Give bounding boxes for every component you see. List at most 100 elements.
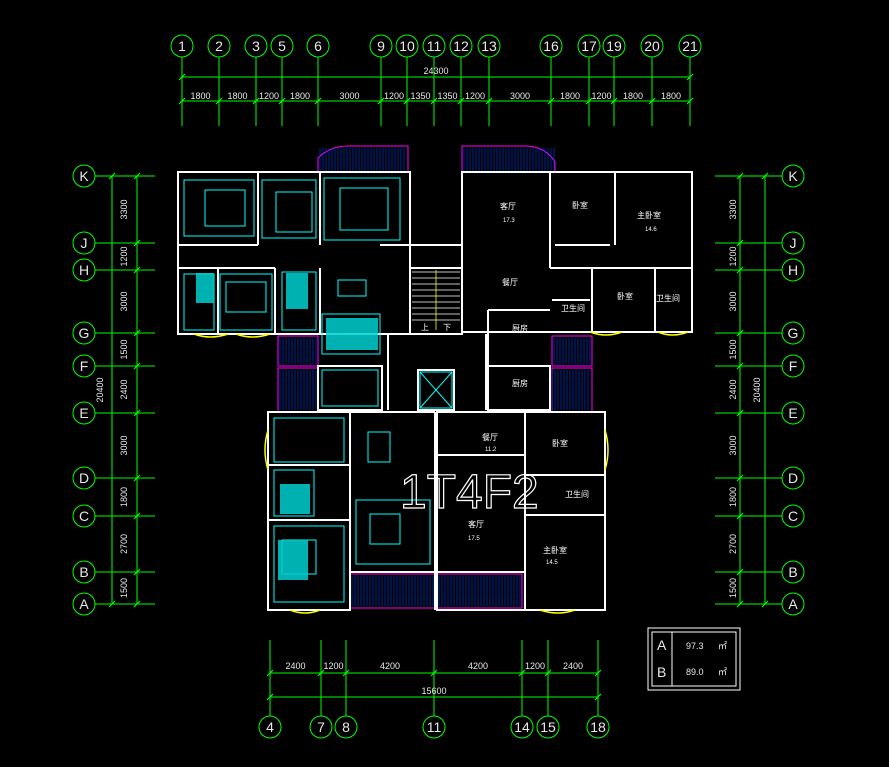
left-axis-J: J [81, 235, 88, 251]
top-span-9: 3000 [510, 91, 530, 101]
top-span-6: 1350 [410, 91, 430, 101]
dimension-tick [594, 693, 602, 701]
left-axis-C: C [79, 508, 89, 524]
top-axis-16: 16 [543, 38, 559, 54]
left-span-0: 3300 [119, 199, 129, 219]
top-span-12: 1800 [623, 91, 643, 101]
room-bath1-upper-right: 卫生间 [561, 303, 585, 313]
top-span-0: 1800 [190, 91, 210, 101]
top-span-3: 1800 [290, 91, 310, 101]
left-span-3: 1500 [119, 339, 129, 359]
room-bedroom-lower-right: 卧室 [552, 438, 568, 448]
top-span-4: 3000 [339, 91, 359, 101]
bottom-axis-11: 11 [427, 719, 442, 735]
room-master-upper-right: 主卧室 [637, 210, 661, 220]
top-span-13: 1800 [661, 91, 681, 101]
room-master-area-upper-right: 14.6 [645, 227, 657, 233]
top-total: 24300 [423, 66, 448, 76]
left-axis-B: B [79, 564, 88, 580]
legend-unit-a: ㎡ [718, 641, 727, 651]
bottom-total: 15600 [421, 686, 446, 696]
room-dining-area-lower-right: 11.2 [485, 447, 497, 453]
left-axis-D: D [79, 470, 89, 486]
stair-down-label: 下 [443, 323, 451, 332]
legend-value-b: 89.0 [686, 667, 704, 677]
left-axis-H: H [79, 262, 89, 278]
top-axis-3: 3 [252, 38, 260, 54]
bottom-axis-8: 8 [342, 719, 350, 735]
right-axis-J: J [790, 235, 797, 251]
bottom-span-5: 2400 [563, 661, 583, 671]
drawing-watermark: 1T4F2 [400, 466, 539, 519]
room-master-area-lower-right: 14.5 [546, 560, 558, 566]
top-span-11: 1200 [591, 91, 611, 101]
room-kitchen-upper-right: 厨房 [512, 323, 528, 333]
top-axis-2: 2 [215, 38, 223, 54]
legend-key-b: B [657, 664, 666, 680]
top-axis-11: 11 [427, 38, 442, 54]
furniture [183, 177, 453, 603]
area-legend: A 97.3 ㎡ B 89.0 ㎡ [647, 627, 741, 691]
right-span-5: 3000 [728, 435, 738, 455]
room-dining-lower-right: 餐厅 [482, 433, 498, 442]
bottom-axis-14: 14 [514, 719, 530, 735]
top-span-8: 1200 [465, 91, 485, 101]
bottom-span-4: 1200 [525, 661, 545, 671]
furniture-fill [196, 273, 378, 580]
room-bath-lower-right: 卫生间 [565, 489, 589, 499]
right-axis-H: H [788, 262, 798, 278]
bay-windows [193, 331, 689, 614]
left-span-7: 2700 [119, 534, 129, 554]
left-axis-G: G [79, 325, 90, 341]
right-span-7: 2700 [728, 534, 738, 554]
top-span-2: 1200 [259, 91, 279, 101]
bottom-span-1: 1200 [323, 661, 343, 671]
right-axis-G: G [788, 325, 799, 341]
left-span-6: 1800 [119, 487, 129, 507]
bottom-span-2: 4200 [380, 661, 400, 671]
top-axis-13: 13 [481, 38, 497, 54]
room-master-lower-right: 主卧室 [543, 545, 567, 555]
left-span-5: 3000 [119, 435, 129, 455]
room-living-area-upper-right: 17.3 [503, 218, 515, 224]
top-axis-6: 6 [314, 38, 322, 54]
left-span-2: 3000 [119, 291, 129, 311]
room-bedroom2-upper-right: 卧室 [617, 291, 633, 301]
top-span-7: 1350 [437, 91, 457, 101]
room-living-upper-right: 客厅 [500, 201, 516, 211]
dimension-tick [761, 600, 769, 608]
room-living-lower-right: 客厅 [468, 519, 484, 529]
right-axis-F: F [789, 358, 798, 374]
right-span-4: 2400 [728, 379, 738, 399]
stair-up-label: 上 [421, 323, 429, 332]
top-span-1: 1800 [227, 91, 247, 101]
dimension-tick [686, 73, 694, 81]
top-span-10: 1800 [560, 91, 580, 101]
top-axis-10: 10 [399, 38, 415, 54]
top-span-5: 1200 [384, 91, 404, 101]
right-span-8: 1500 [728, 578, 738, 598]
right-span-2: 3000 [728, 291, 738, 311]
room-labels: 客厅 17.3 卧室 主卧室 14.6 餐厅 卫生间 卧室 卫生间 厨房 厨房 … [421, 200, 680, 566]
right-axis-D: D [788, 470, 798, 486]
dimension-tick [266, 693, 274, 701]
room-dining-upper-right: 餐厅 [502, 278, 518, 287]
room-bedroom-upper-right: 卧室 [572, 200, 588, 210]
bottom-axis-15: 15 [540, 719, 556, 735]
dimension-tick [108, 172, 116, 180]
right-span-3: 1500 [728, 339, 738, 359]
left-axis-E: E [79, 405, 88, 421]
right-axis-K: K [788, 168, 798, 184]
right-span-6: 1800 [728, 487, 738, 507]
top-axis-19: 19 [606, 38, 622, 54]
top-axis-5: 5 [278, 38, 286, 54]
top-axis-12: 12 [453, 38, 469, 54]
legend-unit-b: ㎡ [718, 667, 727, 677]
room-living-area-lower-right: 17.5 [468, 536, 480, 542]
left-span-1: 1200 [119, 246, 129, 266]
room-kitchen-lower-right: 厨房 [512, 378, 528, 388]
dimension-tick [761, 172, 769, 180]
right-total: 20400 [752, 377, 762, 402]
right-span-0: 3300 [728, 199, 738, 219]
